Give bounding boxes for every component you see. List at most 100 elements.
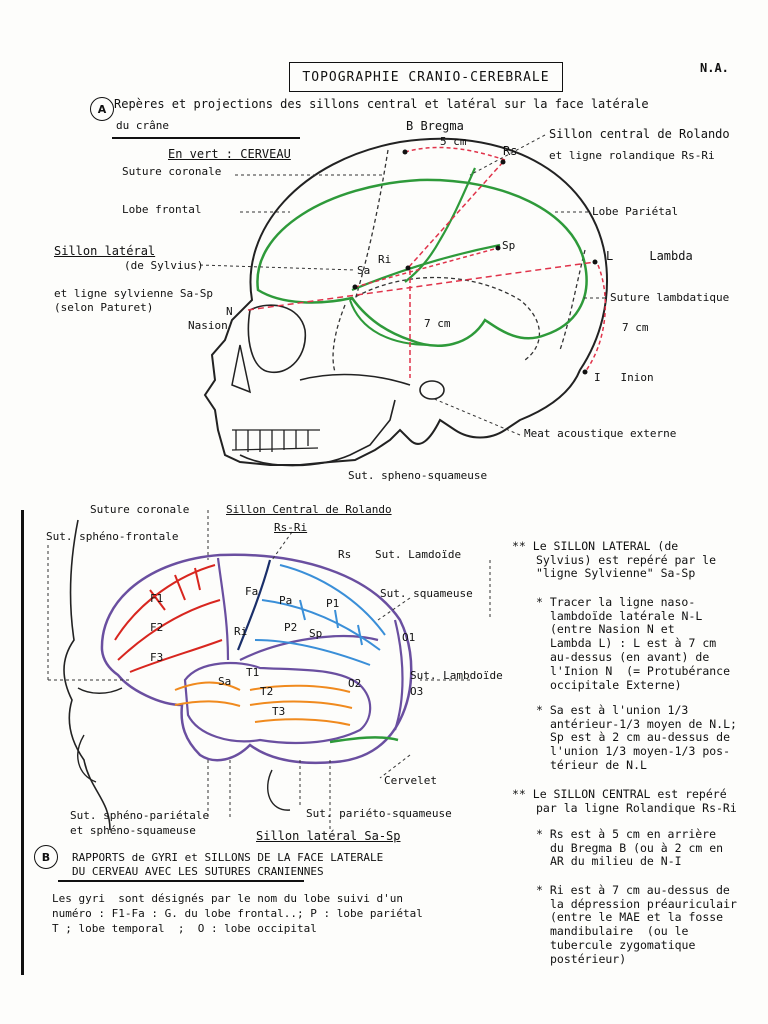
gyrus-p1: P1: [326, 597, 340, 610]
label-suture-lambdatique: Suture lambdatique: [610, 291, 730, 304]
squamous-suture-b: [239, 635, 379, 661]
central-sulcus-b: [236, 559, 272, 651]
section-a-badge: A: [90, 97, 114, 121]
section-a-title-line2: du crâne: [116, 119, 169, 132]
label-b-ri: Ri: [234, 625, 248, 638]
label-meat-acoustique: Meat acoustique externe: [524, 427, 677, 440]
gyrus-t1: T1: [246, 666, 260, 679]
section-b-badge: B: [34, 845, 58, 869]
label-lobe-parietal: Lobe Pariétal: [592, 205, 679, 218]
brain-outline: [100, 553, 413, 765]
zygomatic-arch: [299, 373, 411, 386]
section-b-rule: [58, 880, 304, 882]
label-rolando-1: Sillon central de Rolando: [549, 127, 730, 141]
coronal-suture-b: [216, 557, 230, 661]
ear: [267, 769, 291, 811]
label-b-cervelet: Cervelet: [384, 774, 437, 787]
temporal-gyri-orange: [174, 681, 353, 726]
page-title: TOPOGRAPHIE CRANIO-CEREBRALE: [289, 62, 563, 92]
brain-outline-green: [256, 178, 588, 347]
label-b-spheno-frontale: Sut. sphéno-frontale: [46, 530, 179, 543]
section-b-desc-1: Les gyri sont désignés par le nom du lob…: [52, 892, 403, 905]
label-seven-cm-vertical: 7 cm: [424, 317, 451, 330]
orbit-outline: [247, 304, 307, 373]
face-profile: [63, 519, 111, 831]
label-b-sillon-central: Sillon Central de Rolando: [226, 503, 392, 516]
gyrus-o3: O3: [410, 685, 424, 698]
squamous-suture: [349, 276, 541, 361]
gyrus-f2: F2: [150, 621, 164, 634]
gyrus-o2: O2: [348, 677, 362, 690]
gyrus-f3: F3: [150, 651, 164, 664]
label-inion: I Inion: [594, 371, 654, 384]
mandible: [239, 399, 396, 467]
nose: [77, 734, 97, 783]
acoustic-meatus: [419, 380, 445, 400]
label-sillon-lateral: Sillon latéral: [54, 244, 156, 258]
label-b-suture-coronale: Suture coronale: [90, 503, 190, 516]
frontal-gyri-red: [114, 564, 223, 673]
lambda-inion-arc: [584, 264, 607, 373]
teeth: [231, 429, 320, 452]
label-de-sylvius: (de Sylvius): [124, 259, 204, 272]
label-lobe-frontal: Lobe frontal: [122, 203, 202, 216]
legend-green-brain: En vert : CERVEAU: [168, 147, 291, 161]
label-suture-coronale: Suture coronale: [122, 165, 222, 178]
naso-lambdoid-line: [247, 261, 596, 311]
label-b-sa: Sa: [218, 675, 232, 688]
label-sa: Sa: [357, 264, 371, 277]
gyrus-fa: Fa: [245, 585, 259, 598]
section-a-title-line1: Repères et projections des sillons centr…: [114, 97, 649, 111]
label-ligne-sylvienne-1: et ligne sylvienne Sa-Sp: [54, 287, 213, 300]
section-b-desc-2: numéro : F1-Fa : G. du lobe frontal..; P…: [52, 907, 423, 920]
label-lambda: L Lambda: [606, 249, 693, 263]
gyrus-f1: F1: [150, 592, 164, 605]
gyrus-o1: O1: [402, 631, 416, 644]
gyrus-t2: T2: [260, 685, 274, 698]
label-b-lambdoide: Sut. Lambdoïde: [410, 669, 503, 682]
section-b-title-line2: DU CERVEAU AVEC LES SUTURES CRANIENNES: [72, 865, 324, 878]
label-bregma: B Bregma: [406, 119, 464, 133]
label-b-rs: Rs: [338, 548, 352, 561]
label-sp: Sp: [502, 239, 516, 252]
label-ri: Ri: [378, 253, 392, 266]
section-b-title-line1: RAPPORTS de GYRI et SILLONS DE LA FACE L…: [72, 851, 384, 864]
skull-outline: [203, 137, 608, 466]
section-b-desc-3: T ; lobe temporal ; O : lobe occipital: [52, 922, 317, 935]
author-initials: N.A.: [700, 61, 729, 75]
bregma-to-rs-arc: [404, 146, 506, 161]
label-b-rs-ri: Rs-Ri: [274, 521, 308, 534]
label-rs: Rs: [503, 144, 518, 158]
gyrus-p2: P2: [284, 621, 298, 634]
label-seven-cm-inion: 7 cm: [622, 321, 649, 334]
label-n: N: [226, 305, 233, 318]
label-b-spheno-parietale-1: Sut. sphéno-pariétale: [70, 809, 210, 822]
temporal-lobe-green: [349, 299, 431, 346]
label-rolando-2: et ligne rolandique Rs-Ri: [549, 149, 715, 162]
temporal-box: [183, 661, 372, 745]
label-b-lamdoide: Sut. Lamdoïde: [375, 548, 462, 561]
parietal-gyri-blue: [254, 564, 386, 666]
closed-eye: [77, 687, 123, 694]
nasal-cavity: [231, 344, 252, 394]
label-ligne-sylvienne-2: (selon Paturet): [54, 301, 154, 314]
lambdoid-suture: [559, 249, 586, 351]
label-five-cm: 5 cm: [440, 135, 467, 148]
cerebellum-green: [329, 736, 399, 744]
label-b-sillon-lateral: Sillon latéral Sa-Sp: [256, 829, 401, 843]
gyrus-t3: T3: [272, 705, 286, 718]
margin-rule: [21, 510, 24, 975]
coronal-suture: [354, 149, 389, 301]
label-spheno-squameuse-a: Sut. spheno-squameuse: [348, 469, 488, 482]
label-b-sp: Sp: [309, 627, 323, 640]
label-b-squameuse: Sut. squameuse: [380, 587, 473, 600]
label-nasion: Nasion: [188, 319, 228, 332]
note-b1: * Tracer la ligne naso-lambdoïde latéral…: [536, 594, 731, 692]
label-b-spheno-parietale-2: et sphéno-squameuse: [70, 824, 196, 837]
